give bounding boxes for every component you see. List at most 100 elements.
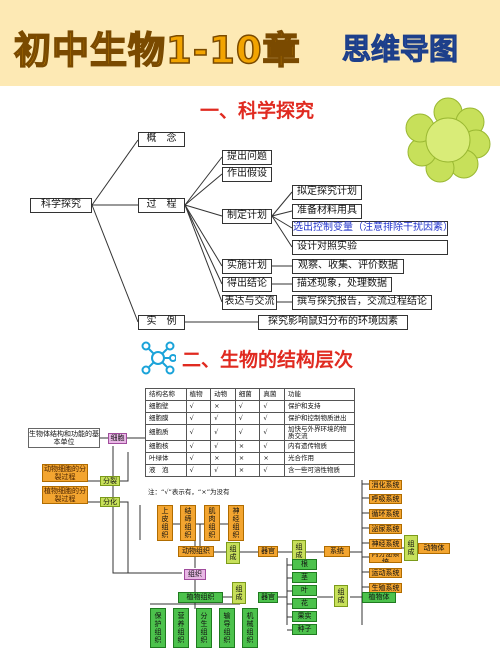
table-cell: √: [185, 452, 212, 465]
plant-tissue-mechanical: 机械组织: [242, 608, 258, 648]
plant-body-node: 植物体: [362, 592, 396, 603]
plant-tissue-nutritive: 营养组织: [173, 608, 189, 648]
compose-label-animal: 组成: [226, 542, 240, 564]
compose-label-body: 组成: [404, 535, 418, 561]
table-row: 叶绿体√×××光合作用: [145, 452, 355, 465]
compose-label-plant-body: 组成: [334, 585, 348, 607]
table-cell: 细胞膜: [145, 412, 187, 425]
table-cell: √: [210, 440, 236, 453]
table-cell: ×: [234, 464, 261, 477]
table-cell: 细胞核: [145, 440, 187, 453]
animal-tissue-epithelial: 上皮组织: [157, 505, 173, 541]
concept-node: 概 念: [138, 132, 185, 147]
root-science-inquiry: 科学探究: [30, 198, 92, 213]
animal-tissue-node: 动物组织: [178, 546, 214, 557]
table-cell: √: [185, 440, 212, 453]
table-cell: 细胞壁: [145, 400, 187, 413]
plan-item-materials: 准备材料用具: [292, 204, 362, 219]
plant-division-box: 植物细胞的分裂过程: [42, 486, 88, 504]
express-detail: 撰写探究报告，交流过程结论: [292, 295, 432, 310]
differentiate-node: 分化: [100, 497, 120, 507]
cell-node: 细胞: [108, 433, 127, 444]
plant-tissue-meristem: 分生组织: [196, 608, 212, 648]
plan-item-control: 设计对照实验: [292, 240, 448, 255]
process-node: 过 程: [138, 198, 185, 213]
table-cell: √: [210, 464, 236, 477]
table-header-cell: 动物: [210, 388, 236, 401]
table-header-cell: 植物: [185, 388, 212, 401]
system-digestive: 消化系统: [369, 480, 402, 490]
table-cell: √: [234, 400, 261, 413]
plan-item-draft: 拟定探究计划: [292, 185, 362, 200]
example-node: 实 例: [138, 315, 185, 330]
table-header-cell: 真菌: [259, 388, 285, 401]
table-cell: ×: [210, 400, 236, 413]
main-title: 初中生物1-10章: [13, 28, 301, 73]
compose-label-plant: 组成: [232, 582, 246, 604]
table-cell: ×: [259, 452, 285, 465]
table-cell: √: [210, 412, 236, 425]
plant-organ-flower: 花: [292, 598, 317, 609]
table-cell: √: [210, 424, 236, 441]
table-header-cell: 功能: [284, 388, 355, 401]
table-cell: 保护和支持: [284, 400, 355, 413]
cell-structure-table: 结构名称 植物 动物 细菌 真菌 功能 细胞壁√×√√保护和支持 细胞膜√√√√…: [145, 388, 355, 477]
table-header-cell: 结构名称: [145, 388, 187, 401]
table-cell: 内有遗传物质: [284, 440, 355, 453]
table-cell: √: [259, 412, 285, 425]
system-circulatory: 循环系统: [369, 509, 402, 519]
table-cell: ×: [210, 452, 236, 465]
table-cell: √: [234, 424, 261, 441]
table-cell: 加快与外界环境的物质交流: [284, 424, 355, 441]
conclude-detail: 描述现象，处理数据: [292, 277, 392, 292]
animal-tissue-nerve: 神经组织: [228, 505, 244, 541]
step-implement: 实施计划: [222, 259, 272, 274]
table-cell: √: [185, 400, 212, 413]
table-cell: √: [259, 440, 285, 453]
step-conclude: 得出结论: [222, 277, 272, 292]
table-header-row: 结构名称 植物 动物 细菌 真菌 功能: [145, 388, 355, 401]
table-cell: 细胞质: [145, 424, 187, 441]
table-row: 液 泡√√×√含一些可溶性物质: [145, 464, 355, 477]
section1-connectors: [91, 139, 293, 323]
table-row: 细胞膜√√√√保护和控制物质进出: [145, 412, 355, 425]
plant-organ-root: 根: [292, 559, 317, 570]
table-row: 细胞核√√×√内有遗传物质: [145, 440, 355, 453]
implement-detail: 观察、收集、评价数据: [292, 259, 404, 274]
table-cell: ×: [234, 452, 261, 465]
step-make-plan: 制定计划: [222, 209, 272, 224]
table-cell: 保护和控制物质进出: [284, 412, 355, 425]
table-cell: √: [259, 464, 285, 477]
plant-organ-leaf: 叶: [292, 585, 317, 596]
system-respiratory: 呼吸系统: [369, 494, 402, 504]
system-motor: 运动系统: [369, 568, 402, 578]
animal-tissue-connective: 结缔组织: [180, 505, 196, 541]
table-cell: ×: [234, 440, 261, 453]
table-cell: 含一些可溶性物质: [284, 464, 355, 477]
plant-tissue-protective: 保护组织: [150, 608, 166, 648]
animal-division-box: 动物细胞的分裂过程: [42, 464, 88, 482]
plant-organ-stem: 茎: [292, 572, 317, 583]
step-express: 表达与交流: [222, 295, 277, 310]
step-hypothesis: 作出假设: [222, 167, 272, 182]
plant-tissue-conductive: 输导组织: [219, 608, 235, 648]
plant-organ-seed: 种子: [292, 624, 317, 635]
example-detail: 探究影响鼠妇分布的环境因素: [258, 315, 408, 330]
table-cell: √: [185, 464, 212, 477]
animal-body-node: 动物体: [418, 543, 450, 554]
plant-organ-node: 器官: [258, 592, 278, 603]
plan-item-variables: 选出控制变量（注意排除干扰因素）: [292, 221, 453, 236]
table-cell: 光合作用: [284, 452, 355, 465]
plant-tissue-node: 植物组织: [178, 592, 223, 603]
table-cell: 叶绿体: [145, 452, 187, 465]
system-node: 系统: [324, 546, 350, 557]
table-cell: √: [259, 424, 285, 441]
cell-definition-label: 生物体结构和功能的基本单位: [28, 428, 100, 448]
sub-title: 思维导图: [341, 32, 459, 67]
table-header-cell: 细菌: [234, 388, 261, 401]
table-cell: √: [259, 400, 285, 413]
system-nervous: 神经系统: [369, 539, 402, 549]
step-ask-question: 提出问题: [222, 150, 272, 165]
table-cell: √: [185, 412, 212, 425]
table-cell: √: [234, 412, 261, 425]
